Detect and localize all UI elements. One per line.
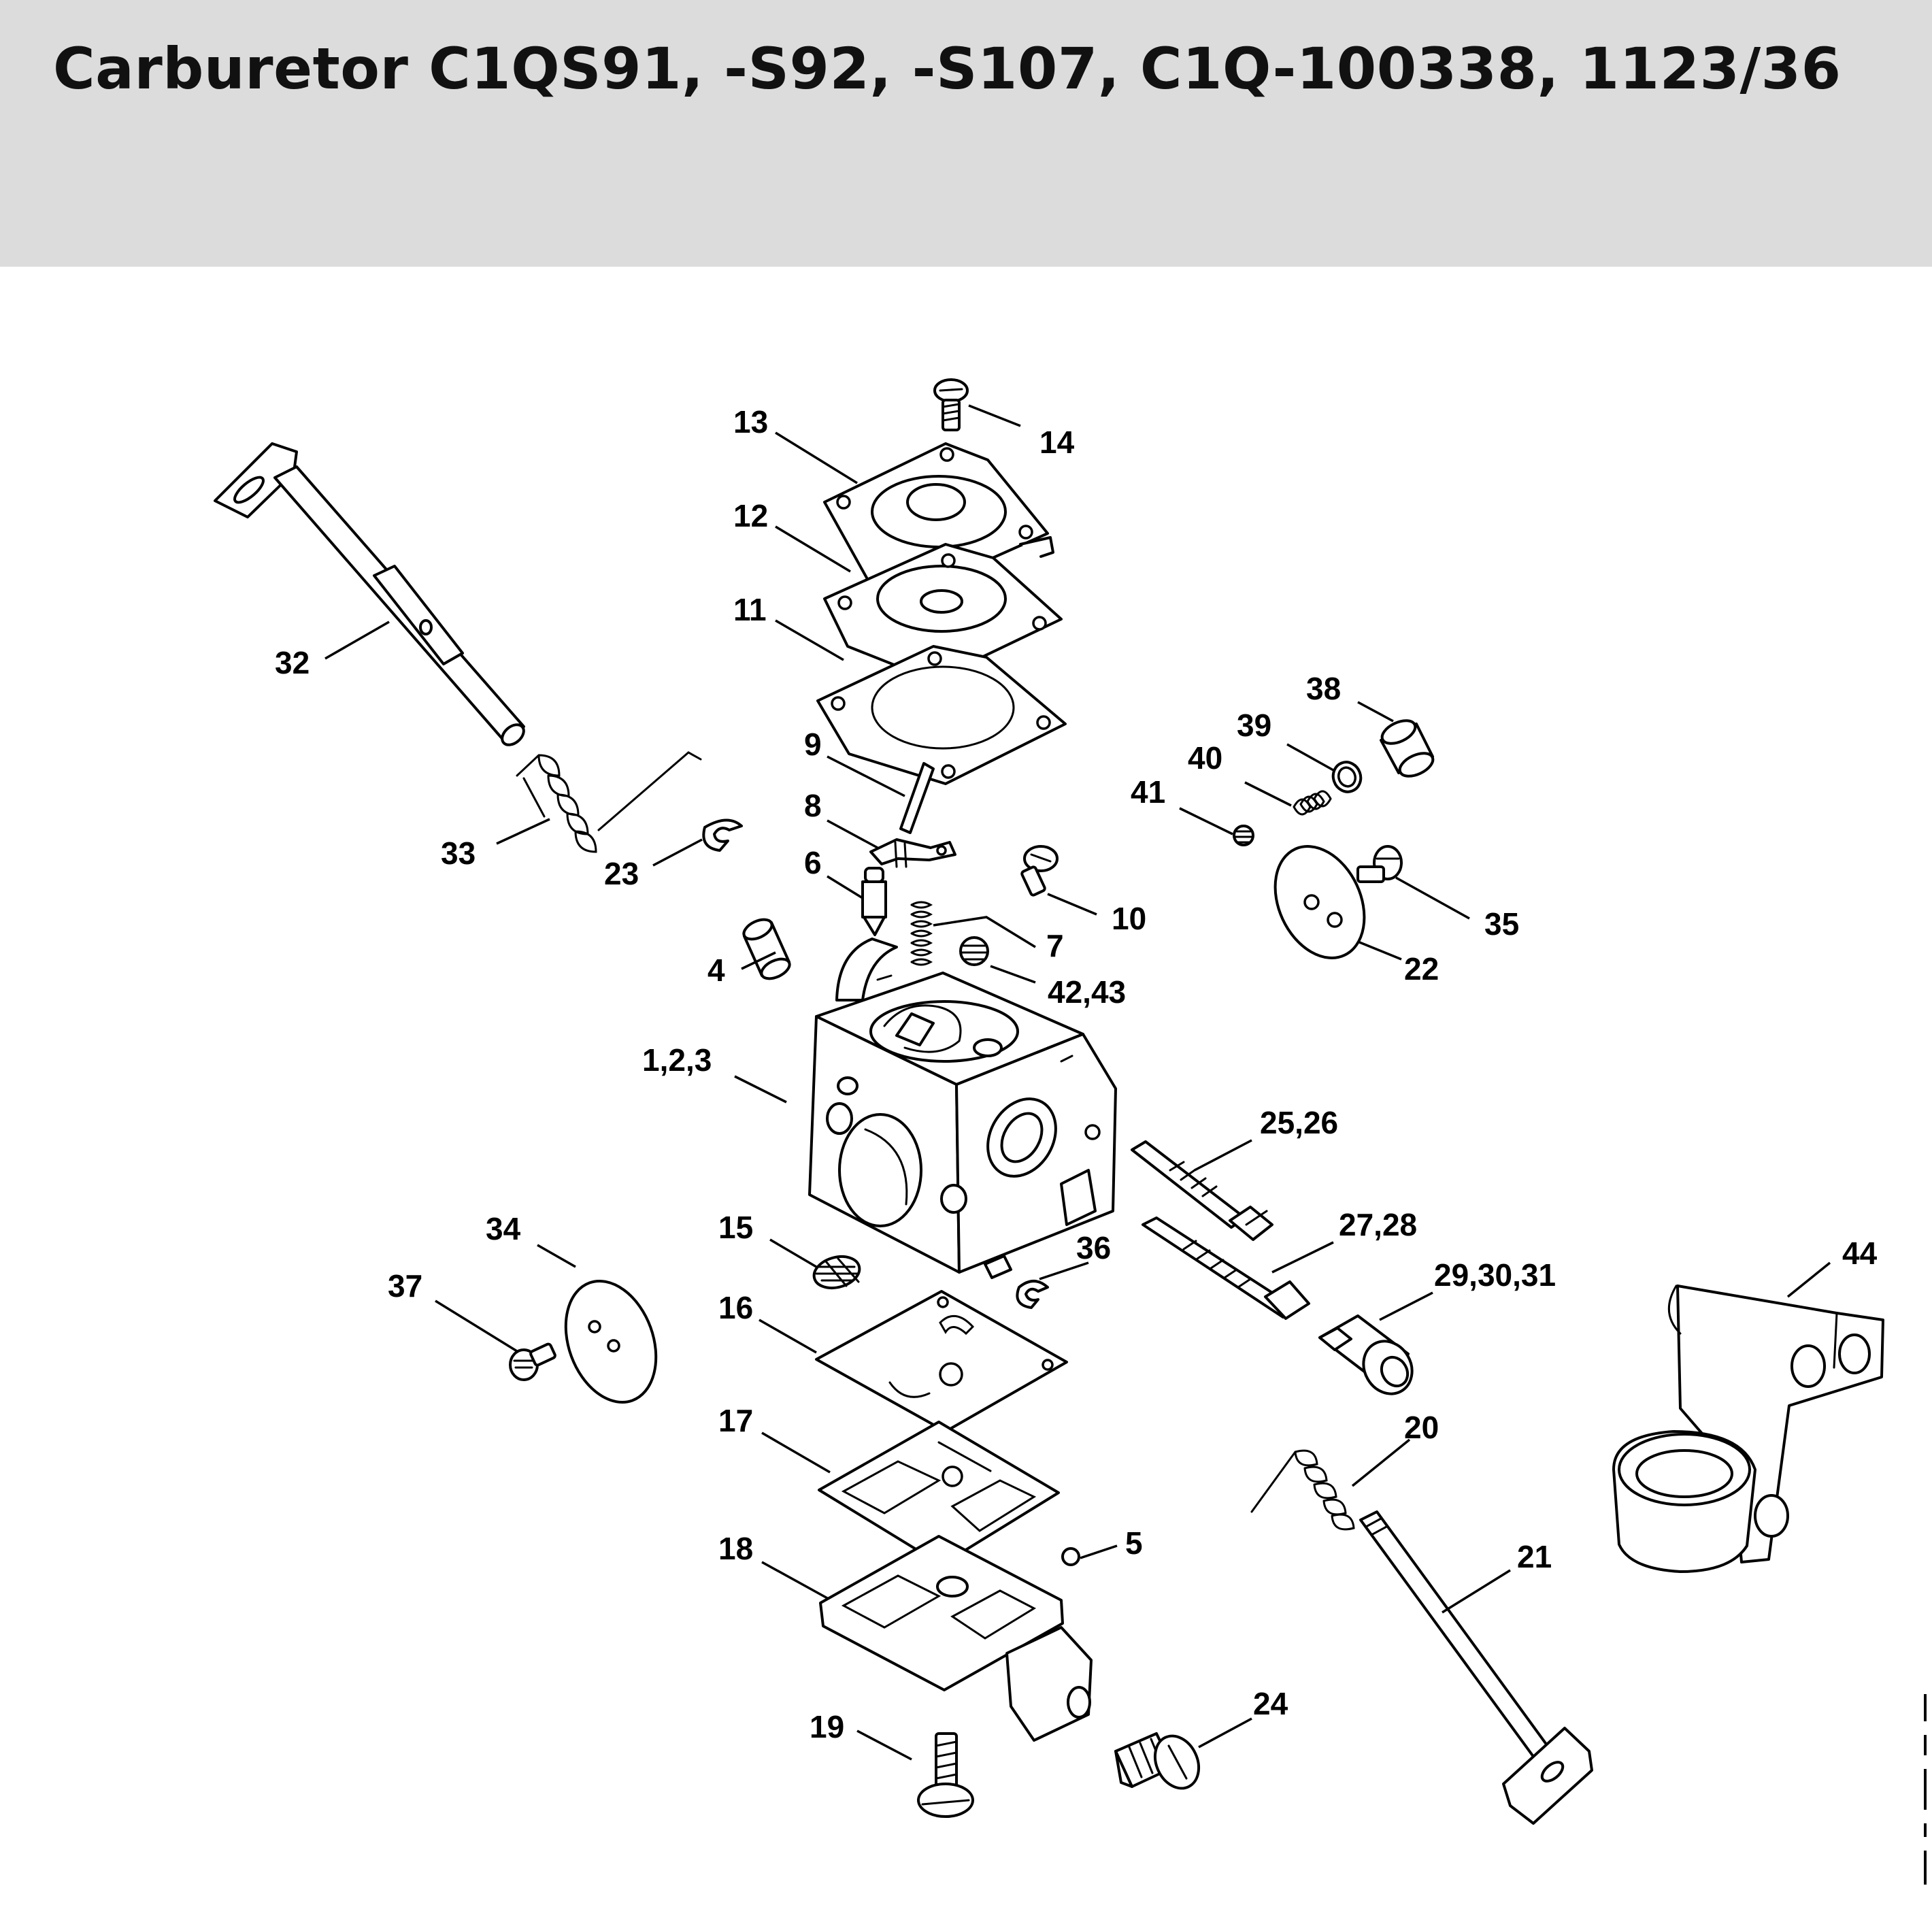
part-35-screw <box>1356 845 1403 883</box>
callout-14: 14 <box>1039 425 1075 460</box>
part-1-2-3-carburetor-body <box>808 938 1117 1279</box>
exploded-parts-diagram: 13 14 12 11 9 8 10 6 7 42,43 4 1,2,3 32 … <box>214 378 1884 1825</box>
part-7-spring <box>910 901 933 966</box>
callout-27-28: 27,28 <box>1339 1207 1417 1242</box>
part-22-idle-cover <box>1273 845 1366 959</box>
part-18-end-cover <box>819 1535 1093 1742</box>
callout-41: 41 <box>1131 774 1165 810</box>
part-42-43-plug <box>959 936 989 966</box>
callout-7: 7 <box>1046 928 1064 963</box>
callout-32: 32 <box>275 645 310 680</box>
part-36-clip <box>1016 1280 1049 1309</box>
part-23-clip <box>702 818 743 852</box>
leader-lines <box>324 404 1831 1761</box>
side-barcode-mark <box>1924 1694 1927 1885</box>
callout-29-30-31: 29,30,31 <box>1434 1257 1556 1293</box>
part-34-throttle-valve <box>564 1279 658 1404</box>
callout-16: 16 <box>718 1290 753 1325</box>
callout-13: 13 <box>733 404 768 440</box>
callout-19: 19 <box>810 1709 844 1744</box>
part-29-30-31-limiter-cap <box>1318 1314 1414 1395</box>
callout-33: 33 <box>441 835 476 871</box>
part-15-strainer <box>812 1255 861 1290</box>
callout-22: 22 <box>1404 951 1439 987</box>
part-10-screw <box>1020 845 1059 897</box>
callout-36: 36 <box>1076 1230 1111 1265</box>
callout-12: 12 <box>733 498 768 533</box>
title-bar: Carburetor C1QS91, -S92, -S107, C1Q-1003… <box>0 0 1932 267</box>
part-25-26-adjusting-screw <box>1131 1140 1273 1241</box>
callout-20: 20 <box>1404 1410 1439 1445</box>
callout-35: 35 <box>1484 906 1519 942</box>
callout-23: 23 <box>604 856 639 891</box>
part-14-screw <box>933 378 969 431</box>
callout-15: 15 <box>718 1210 753 1245</box>
callout-42-43: 42,43 <box>1048 974 1126 1010</box>
part-40-spring <box>1293 790 1332 816</box>
part-9-pin <box>899 762 935 834</box>
part-32-throttle-shaft <box>214 442 525 746</box>
callout-4: 4 <box>707 952 725 988</box>
page-title: Carburetor C1QS91, -S92, -S107, C1Q-1003… <box>53 35 1842 102</box>
part-24-screw <box>1114 1732 1201 1790</box>
part-44-adapter <box>1612 1285 1884 1573</box>
part-19-screw <box>917 1732 974 1818</box>
part-12-diaphragm <box>823 543 1063 682</box>
callout-1-2-3: 1,2,3 <box>642 1042 712 1078</box>
callout-21: 21 <box>1517 1539 1552 1574</box>
callout-34: 34 <box>486 1211 521 1246</box>
callout-11: 11 <box>733 592 767 627</box>
callout-44: 44 <box>1842 1236 1878 1271</box>
callout-40: 40 <box>1188 740 1222 776</box>
callout-10: 10 <box>1112 901 1146 936</box>
part-39-o-ring <box>1331 761 1363 793</box>
part-11-gasket <box>816 645 1067 785</box>
callout-37: 37 <box>388 1268 422 1304</box>
callout-labels: 13 14 12 11 9 8 10 6 7 42,43 4 1,2,3 32 … <box>275 404 1878 1744</box>
part-4-cap <box>742 918 791 980</box>
part-37-screw <box>509 1342 556 1381</box>
part-27-28-adjusting-screw <box>1142 1216 1310 1320</box>
part-6-inlet-needle <box>861 867 887 936</box>
part-16-gasket <box>815 1290 1068 1433</box>
callout-39: 39 <box>1237 708 1271 743</box>
part-5-check-ball <box>1061 1547 1080 1566</box>
callout-18: 18 <box>718 1531 753 1566</box>
callout-8: 8 <box>804 788 822 823</box>
callout-24: 24 <box>1253 1686 1288 1721</box>
part-41-filter-screen <box>1233 825 1254 846</box>
callout-6: 6 <box>804 845 822 880</box>
callout-38: 38 <box>1306 671 1341 706</box>
part-17-gasket <box>818 1421 1060 1566</box>
part-20-spring <box>1250 1449 1355 1531</box>
part-33-torsion-spring <box>516 751 702 853</box>
part-21-choke-shaft <box>1359 1510 1593 1825</box>
callout-5: 5 <box>1125 1525 1143 1561</box>
callout-17: 17 <box>718 1403 753 1438</box>
callout-25-26: 25,26 <box>1260 1105 1338 1140</box>
callout-9: 9 <box>804 727 822 762</box>
part-8-control-lever <box>869 838 956 868</box>
part-38-sleeve <box>1380 719 1435 778</box>
